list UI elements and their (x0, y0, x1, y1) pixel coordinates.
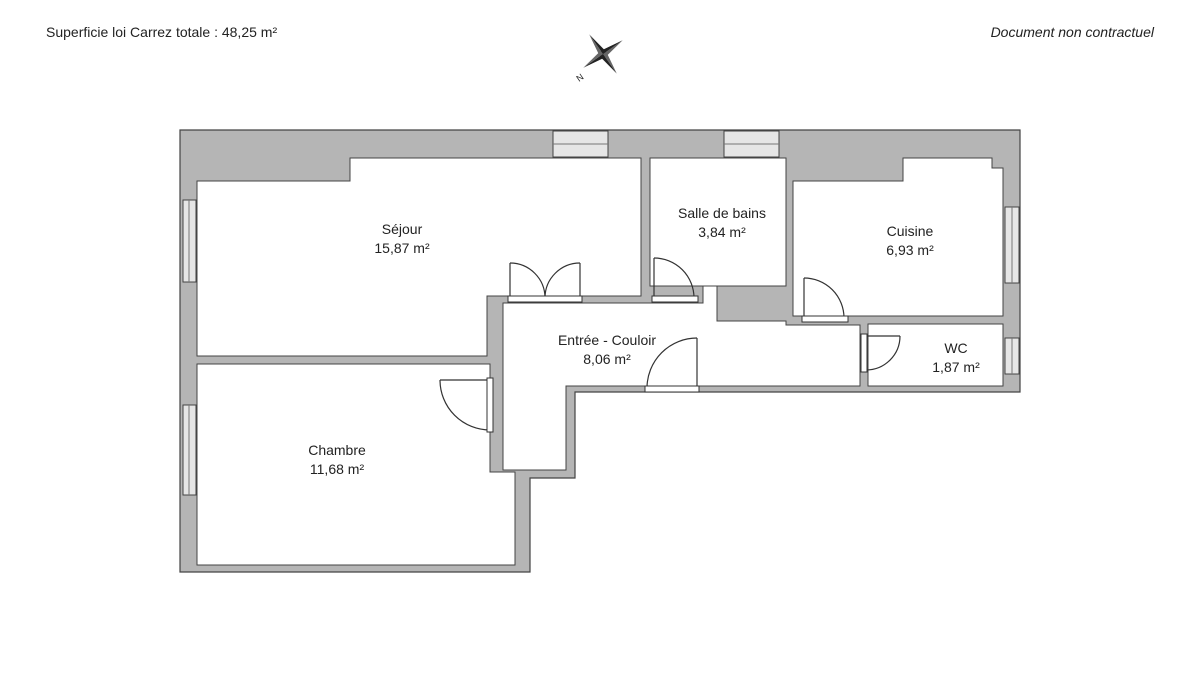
total-area-label: Superficie loi Carrez totale : (46, 24, 218, 40)
room-area-entree: 8,06 m² (583, 351, 631, 367)
north-label: N (575, 72, 585, 84)
room-floors (196, 157, 1004, 566)
floor-entree (502, 285, 861, 471)
room-name-entree: Entrée - Couloir (558, 332, 656, 348)
floor-wc (867, 323, 1004, 387)
windows (182, 130, 1020, 496)
room-area-salle-de-bains: 3,84 m² (698, 224, 746, 240)
room-labels: Séjour 15,87 m² Salle de bains 3,84 m² C… (308, 205, 980, 477)
room-name-salle-de-bains: Salle de bains (678, 205, 766, 221)
room-area-wc: 1,87 m² (932, 359, 980, 375)
floor-sejour (196, 157, 642, 357)
total-area-header: Superficie loi Carrez totale : 48,25 m² (46, 24, 277, 40)
room-area-cuisine: 6,93 m² (886, 242, 934, 258)
disclaimer: Document non contractuel (990, 24, 1154, 40)
door-thresholds (486, 295, 868, 433)
room-area-chambre: 11,68 m² (310, 461, 365, 477)
floor-chambre (196, 363, 516, 566)
room-name-cuisine: Cuisine (887, 223, 934, 239)
room-name-sejour: Séjour (382, 221, 423, 237)
room-name-chambre: Chambre (308, 442, 366, 458)
floor-salle-de-bains (649, 157, 787, 287)
doors (439, 257, 901, 431)
room-area-sejour: 15,87 m² (374, 240, 430, 256)
compass-rose-icon: N (575, 34, 623, 84)
total-area-value: 48,25 m² (221, 24, 278, 40)
room-name-wc: WC (944, 340, 967, 356)
floor-cuisine (792, 157, 1004, 317)
